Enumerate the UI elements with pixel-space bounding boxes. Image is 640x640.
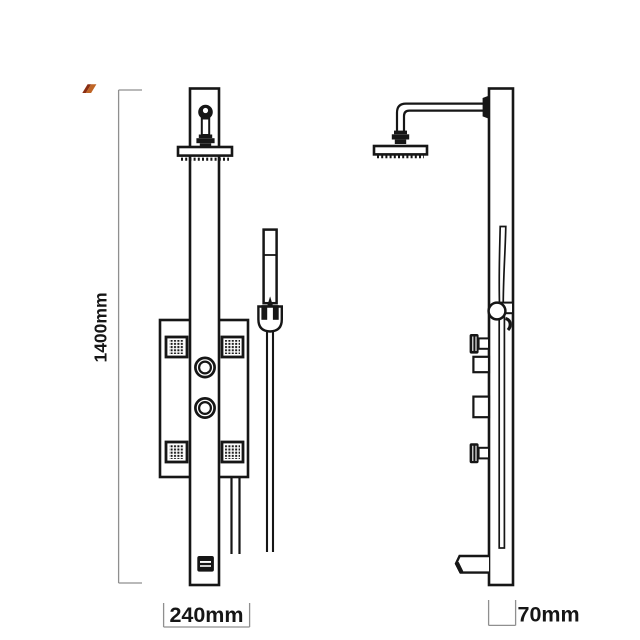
hose-slot <box>498 315 506 549</box>
logo-fragment-orange <box>85 84 97 93</box>
control-knob-lower <box>194 397 216 419</box>
wall-flange <box>482 95 489 119</box>
side-view <box>372 87 515 587</box>
body-jet-bottom-left <box>164 440 189 464</box>
shower-arm-side <box>395 102 488 131</box>
knurled-knob-bottom <box>469 443 491 464</box>
rain-shower-head-front <box>176 145 234 161</box>
hand-shower <box>257 228 283 552</box>
front-view <box>158 87 283 587</box>
body-jet-bottom-right <box>220 440 245 464</box>
ball-joint <box>196 104 215 148</box>
dimension-lines <box>117 89 517 628</box>
control-knob-upper <box>194 356 216 379</box>
hand-shower-wand <box>262 228 278 305</box>
arm-connector <box>391 130 410 144</box>
square-knob-lower <box>472 395 491 419</box>
wand-tip <box>266 296 274 308</box>
rain-shower-head-side <box>372 144 429 159</box>
body-jet-top-right <box>220 335 245 359</box>
hand-shower-holder-side <box>487 301 514 332</box>
supply-hose <box>230 478 241 554</box>
depth-dimension-label: 70mm <box>518 603 580 627</box>
shower-arm-stem <box>200 117 211 136</box>
logo-fragment-dark <box>82 84 92 93</box>
logo-fragment-icon <box>82 84 97 93</box>
height-dimension-label: 1400mm <box>91 292 111 362</box>
holder-hook <box>504 316 512 332</box>
outlet-spout-front <box>197 556 214 572</box>
body-jet-top-left <box>164 335 189 359</box>
width-dimension-label: 240mm <box>169 603 243 627</box>
hand-shower-hose <box>265 331 275 552</box>
tub-spout-side <box>454 554 489 574</box>
square-knob-upper <box>472 355 491 374</box>
panel-column <box>188 87 221 587</box>
knurled-knob-top <box>469 334 491 354</box>
